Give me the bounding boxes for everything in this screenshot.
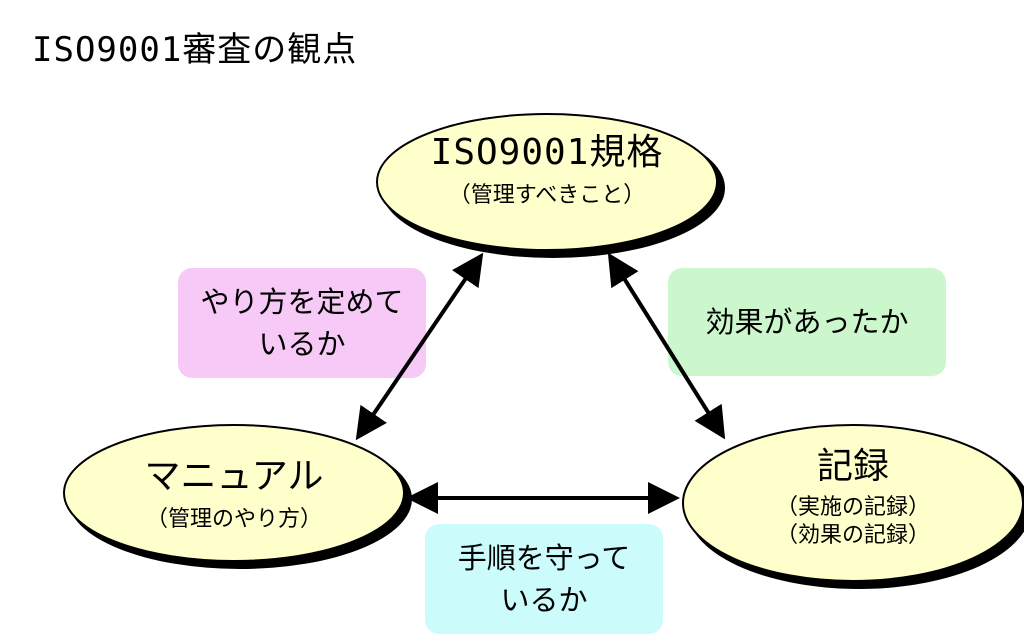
label-bottom: 手順を守って いるか <box>425 524 663 634</box>
node-records-subtitle-2: （効果の記録） <box>775 522 930 548</box>
label-bottom-line1: 手順を守って <box>457 540 631 575</box>
arrow-standard-manual <box>355 252 484 441</box>
label-right: 効果があったか <box>668 268 946 376</box>
label-left: やり方を定めて いるか <box>178 268 426 378</box>
node-manual-subtitle: （管理のやり方） <box>145 507 322 533</box>
node-manual-ellipse <box>63 424 405 562</box>
label-box-right-bg <box>668 268 946 376</box>
node-records-subtitle-1: （実施の記録） <box>775 495 930 521</box>
node-standard-subtitle: （管理すべきこと） <box>448 183 646 209</box>
label-left-line1: やり方を定めて <box>200 284 404 319</box>
node-standard-ellipse <box>376 113 718 251</box>
label-bottom-line2: いるか <box>500 583 588 617</box>
page-title: ISO9001審査の観点 <box>32 30 358 70</box>
node-records: 記録 （実施の記録） （効果の記録） <box>683 446 1023 548</box>
arrow-standard-records <box>607 252 726 440</box>
label-left-line2: いるか <box>258 327 346 361</box>
label-box-bottom-bg <box>425 524 663 634</box>
node-manual: マニュアル （管理のやり方） <box>64 456 404 533</box>
label-right-line1: 効果があったか <box>705 304 909 339</box>
node-standard: ISO9001規格 （管理すべきこと） <box>377 132 717 209</box>
node-standard-title: ISO9001規格 <box>430 132 664 173</box>
node-records-title: 記録 <box>816 446 889 487</box>
node-records-ellipse <box>682 424 1024 582</box>
node-manual-title: マニュアル <box>144 456 324 497</box>
